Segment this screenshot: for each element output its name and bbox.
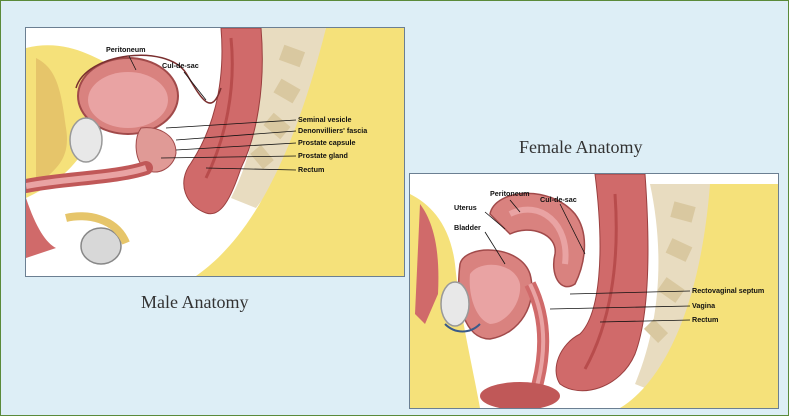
male-label-denonvilliers-fascia: Denonvilliers' fascia xyxy=(298,126,368,135)
male-anatomy-caption: Male Anatomy xyxy=(141,292,248,313)
female-anatomy-diagram: Uterus Peritoneum Cul-de-sac Bladder Rec… xyxy=(410,174,778,408)
male-label-prostate-capsule: Prostate capsule xyxy=(298,138,356,147)
female-label-rectum: Rectum xyxy=(692,315,718,324)
female-label-bladder: Bladder xyxy=(454,223,481,232)
male-label-cul-de-sac: Cul-de-sac xyxy=(162,61,199,70)
female-label-peritoneum: Peritoneum xyxy=(490,189,530,198)
male-label-rectum: Rectum xyxy=(298,165,324,174)
female-label-rectovaginal-septum: Rectovaginal septum xyxy=(692,286,764,295)
male-pubic-bone xyxy=(70,118,102,162)
male-label-seminal-vesicle: Seminal vesicle xyxy=(298,115,352,124)
female-perineum xyxy=(480,382,560,408)
female-label-uterus: Uterus xyxy=(454,203,477,212)
male-anatomy-panel: Peritoneum Cul-de-sac Seminal vesicle De… xyxy=(25,27,405,277)
female-label-cul-de-sac: Cul-de-sac xyxy=(540,195,577,204)
female-pubic-bone xyxy=(441,282,469,326)
male-testis xyxy=(81,228,121,264)
male-anatomy-diagram: Peritoneum Cul-de-sac Seminal vesicle De… xyxy=(26,28,404,276)
female-anatomy-caption: Female Anatomy xyxy=(519,137,642,158)
female-label-vagina: Vagina xyxy=(692,301,716,310)
female-anatomy-panel: Uterus Peritoneum Cul-de-sac Bladder Rec… xyxy=(409,173,779,409)
male-penis xyxy=(26,198,56,258)
male-label-peritoneum: Peritoneum xyxy=(106,45,146,54)
male-label-prostate-gland: Prostate gland xyxy=(298,151,348,160)
